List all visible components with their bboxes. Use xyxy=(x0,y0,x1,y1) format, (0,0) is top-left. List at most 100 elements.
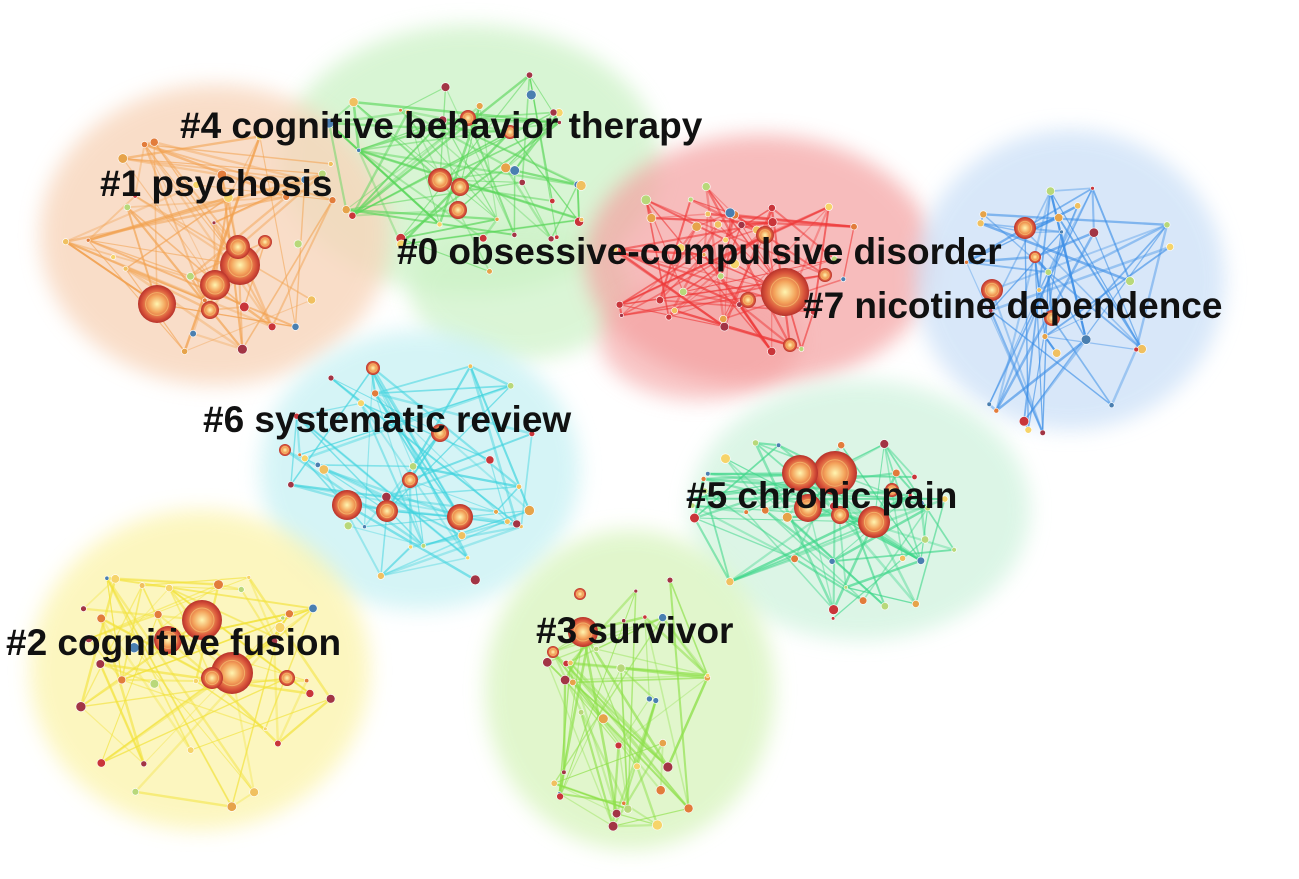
network-node xyxy=(671,307,678,314)
network-node xyxy=(318,464,329,475)
network-edge xyxy=(614,221,773,252)
hub-node xyxy=(547,646,559,658)
cluster-label-c4: #4 cognitive behavior therapy xyxy=(180,105,703,146)
network-node xyxy=(500,162,511,174)
network-edge xyxy=(734,213,855,228)
network-node xyxy=(239,301,250,313)
network-node xyxy=(941,495,949,503)
network-edge xyxy=(144,144,241,266)
network-node xyxy=(300,175,310,184)
network-edge xyxy=(1023,338,1087,422)
network-edge xyxy=(1057,217,1143,350)
network-node xyxy=(917,499,925,507)
network-edge xyxy=(572,681,669,768)
network-node xyxy=(238,586,245,593)
network-edge xyxy=(125,196,229,270)
network-node xyxy=(377,572,385,580)
network-edge xyxy=(80,706,145,765)
network-node xyxy=(149,137,159,147)
network-edge xyxy=(79,578,117,708)
network-node xyxy=(575,180,587,191)
network-node xyxy=(1080,334,1092,345)
network-edge xyxy=(358,149,484,240)
hub-node-ring xyxy=(788,461,812,485)
network-edge xyxy=(552,616,663,653)
network-edge xyxy=(991,289,1044,434)
network-node xyxy=(96,758,106,768)
network-edge xyxy=(400,218,498,240)
network-edge xyxy=(729,521,875,583)
network-node xyxy=(297,452,302,457)
network-edge xyxy=(612,742,664,827)
edges-c3 xyxy=(546,579,709,828)
network-edge xyxy=(299,385,511,456)
network-edge xyxy=(602,717,690,810)
hub-node-ring xyxy=(575,589,585,599)
network-edge xyxy=(400,109,511,134)
network-edge xyxy=(296,415,425,547)
network-node xyxy=(408,544,413,550)
network-edge xyxy=(328,111,409,125)
network-edge xyxy=(122,157,223,177)
network-edge xyxy=(374,392,508,523)
network-edge xyxy=(276,680,308,744)
network-edge xyxy=(168,587,275,638)
hub-node-ring xyxy=(863,511,885,533)
network-edge xyxy=(380,546,412,577)
hub-node xyxy=(568,617,598,647)
network-node xyxy=(809,308,817,316)
hub-node xyxy=(332,490,362,520)
nodes-c2 xyxy=(75,574,336,812)
hub-node-ring xyxy=(785,340,795,350)
network-edge xyxy=(794,557,864,602)
network-node xyxy=(549,108,558,117)
network-edge xyxy=(1034,256,1044,433)
network-edge xyxy=(1038,223,1168,292)
network-edge xyxy=(144,143,331,165)
network-node xyxy=(577,709,585,716)
cluster-label-c2: #2 cognitive fusion xyxy=(6,622,341,663)
network-node xyxy=(528,430,536,437)
network-node xyxy=(255,132,264,141)
network-edge xyxy=(80,677,288,708)
network-edge xyxy=(127,196,287,209)
network-edge xyxy=(702,213,709,255)
network-edge xyxy=(832,472,837,610)
network-edge xyxy=(690,199,731,214)
network-edge xyxy=(439,432,531,512)
network-node xyxy=(75,701,87,713)
network-node xyxy=(569,678,577,687)
network-edge xyxy=(504,167,553,240)
network-edge xyxy=(357,149,403,245)
network-node xyxy=(504,518,511,525)
network-edge xyxy=(352,101,360,151)
hub-node xyxy=(761,268,809,316)
network-node xyxy=(467,363,473,369)
network-edge xyxy=(134,195,241,266)
network-edge xyxy=(554,742,663,784)
hub-node xyxy=(885,483,899,497)
network-edge xyxy=(87,239,296,328)
network-edge xyxy=(328,101,355,124)
network-edge xyxy=(659,254,705,301)
network-edge xyxy=(883,443,916,478)
hub-node xyxy=(783,338,797,352)
network-edge xyxy=(330,377,362,404)
network-node xyxy=(858,596,868,605)
hub-node-ring xyxy=(205,275,225,295)
network-edge xyxy=(380,525,522,577)
network-edge xyxy=(247,576,332,700)
network-edge xyxy=(690,198,743,227)
hub-node-ring xyxy=(159,631,177,649)
network-node xyxy=(824,202,833,211)
network-node xyxy=(80,605,87,612)
network-node xyxy=(828,557,836,565)
network-node xyxy=(285,609,294,619)
network-node xyxy=(615,300,624,309)
network-edge xyxy=(133,584,219,649)
network-edge xyxy=(1110,348,1138,406)
hub-node xyxy=(1044,310,1060,326)
network-edge xyxy=(725,458,922,562)
hub-node-ring xyxy=(462,112,474,124)
network-edge xyxy=(613,823,658,828)
